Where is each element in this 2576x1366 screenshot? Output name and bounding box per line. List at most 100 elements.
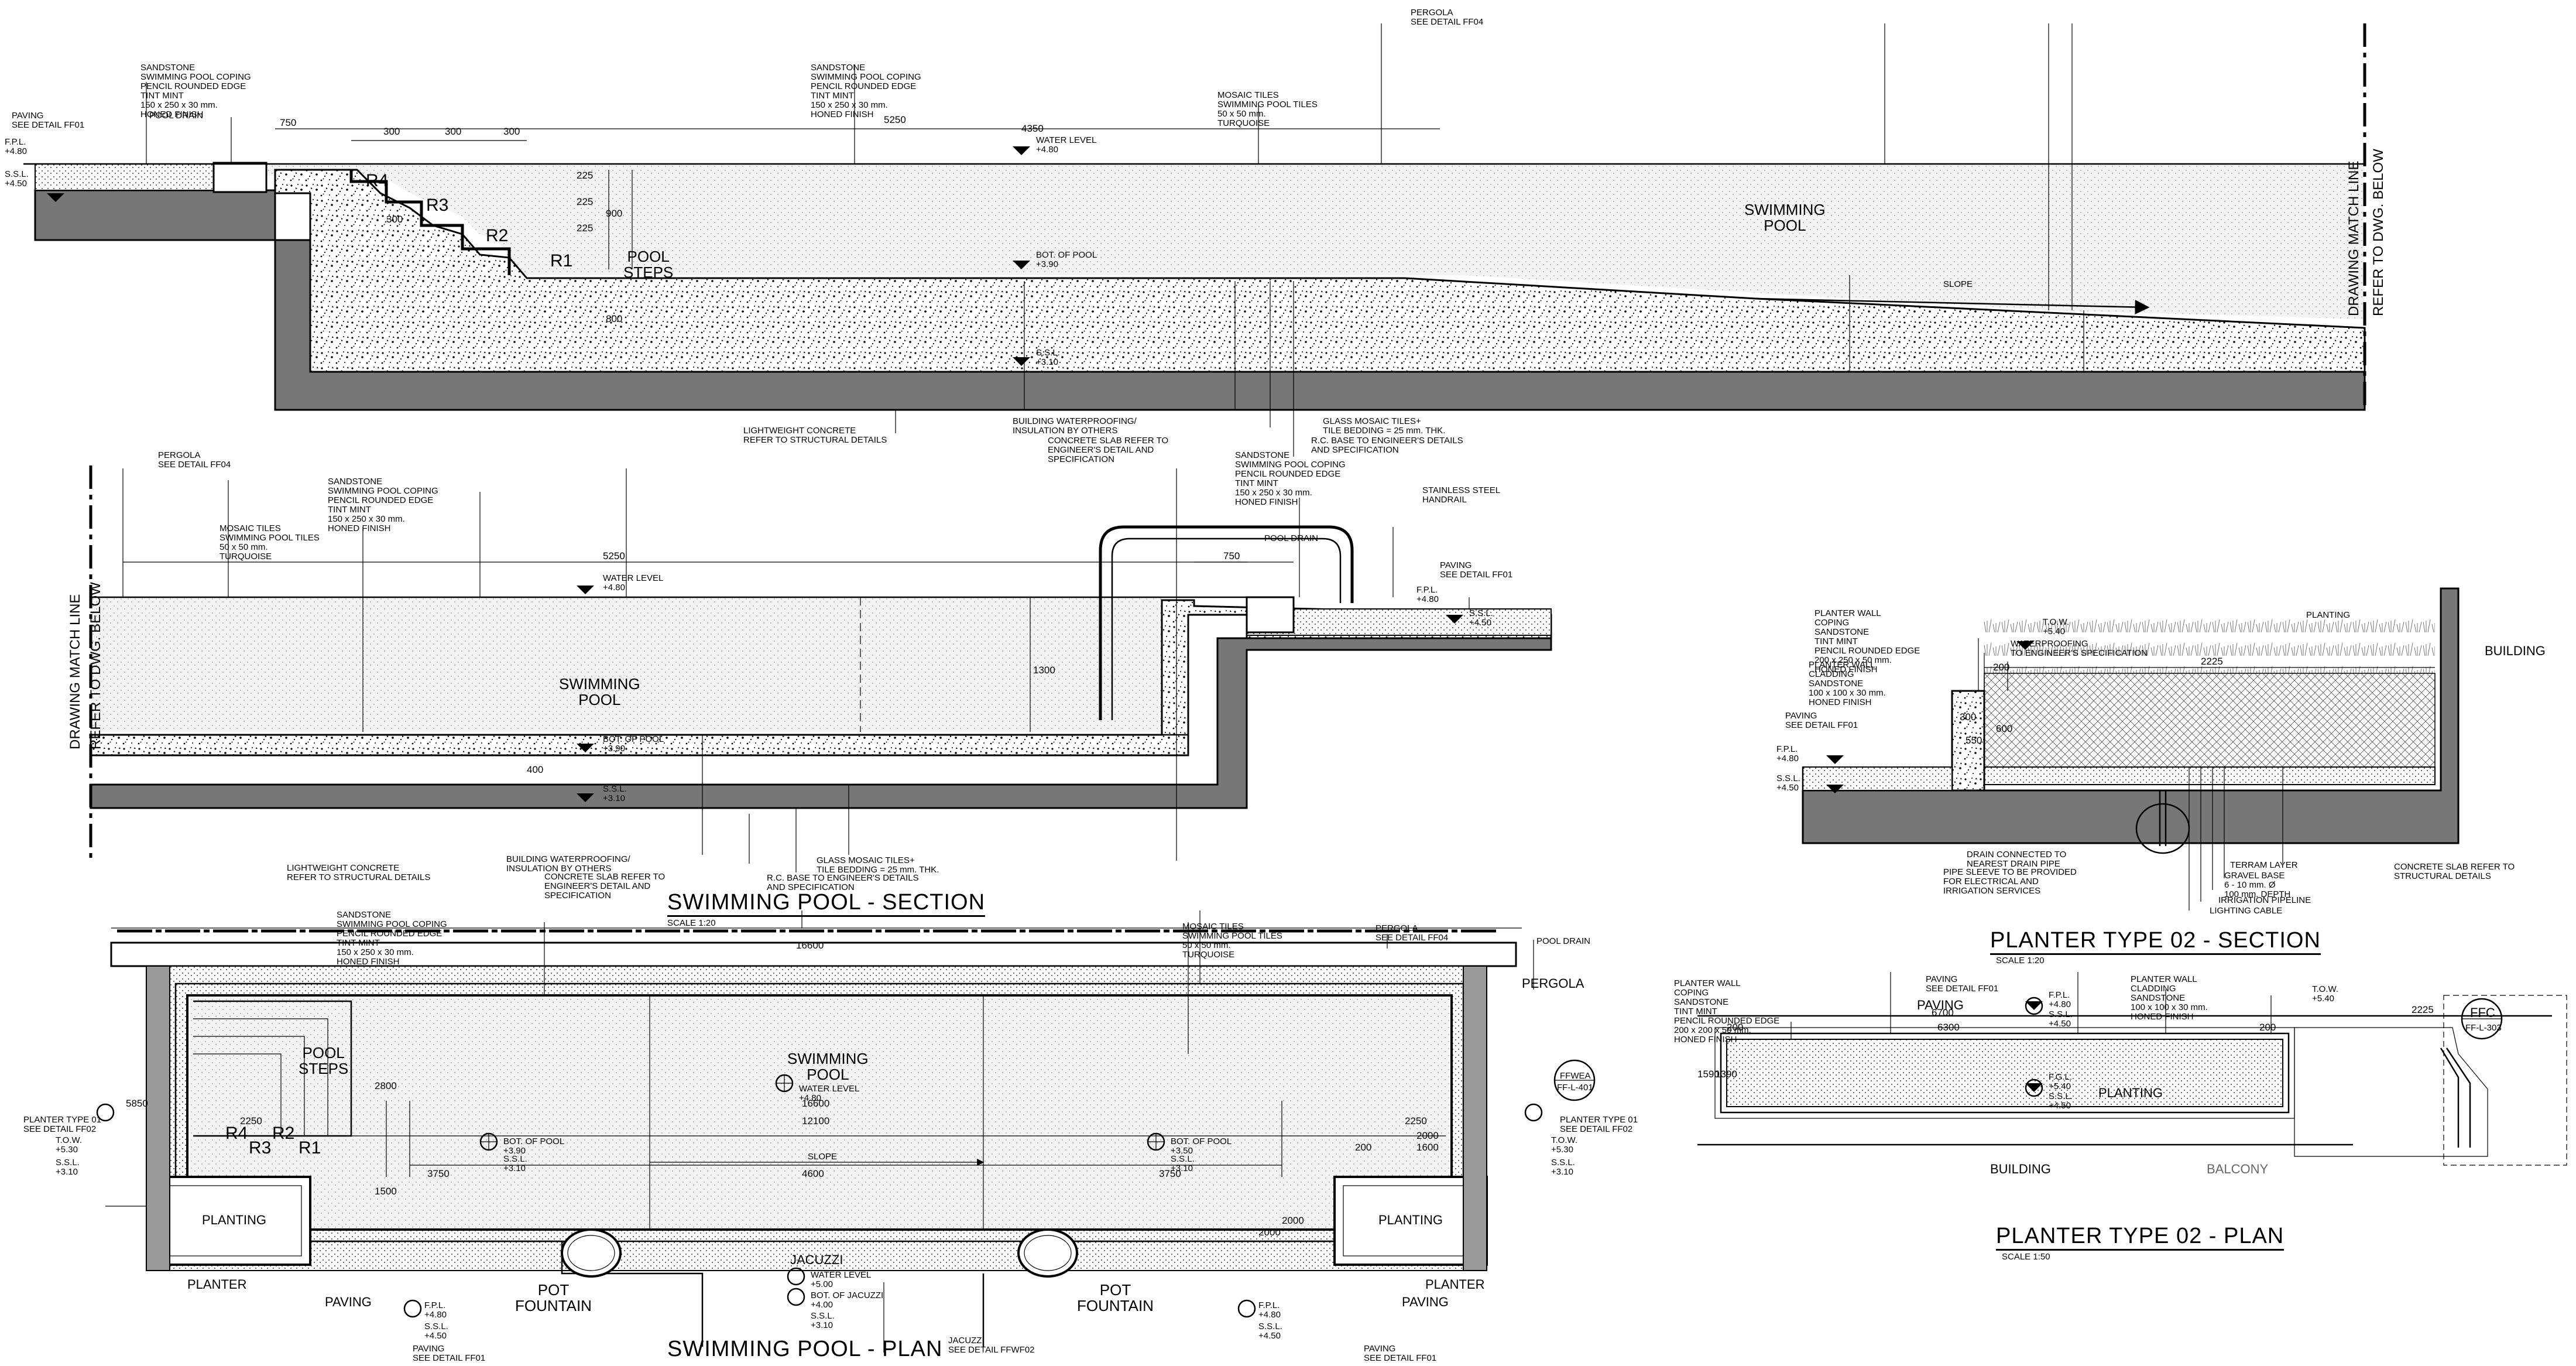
bot-pool-label: BOT. OF POOL +3.90 <box>603 734 664 754</box>
dim-text: 300 <box>386 214 403 225</box>
planting-label: PLANTING <box>202 1213 267 1227</box>
fewea-ref-label: FF-L-401 <box>1557 1083 1593 1093</box>
top-section: R4 R3 R2 R1 750 300 300 300 5250 4350 30… <box>23 23 2366 457</box>
fpl-label: F.P.L. +4.80 <box>1258 1300 1281 1320</box>
ssl-label: S.S.L. +4.50 <box>2049 1009 2073 1029</box>
dim-text: 1500 <box>375 1186 397 1197</box>
swimming-pool-label: SWIMMING POOL <box>1744 201 1826 234</box>
slope-label: SLOPE <box>808 1152 838 1162</box>
tow-label: T.O.W. +5.30 <box>56 1135 82 1155</box>
pool-drain-label: POOL DRAIN <box>149 111 203 121</box>
dim-text: 2800 <box>375 1080 397 1091</box>
riser-labels: R4 R3 R2 R1 <box>366 171 572 271</box>
water-level-label: WATER LEVEL +4.80 <box>1036 135 1097 155</box>
waterproofing-label: BUILDING WATERPROOFING/ INSULATION BY OT… <box>506 854 630 874</box>
mosaic-tiles-label: MOSAIC TILES SWIMMING POOL TILES 50 x 50… <box>1182 922 1282 960</box>
dim-text: 3750 <box>1159 1168 1181 1179</box>
dim-text: 5850 <box>126 1098 148 1109</box>
jacuzzi-label: JACUZZI <box>790 1252 843 1267</box>
coping-label: SANDSTONE SWIMMING POOL COPING PENCIL RO… <box>337 910 447 967</box>
ssl-label: S.S.L. +4.50 <box>2049 1091 2073 1111</box>
pool-water <box>234 164 2365 319</box>
fpl-label: F.P.L. +4.80 <box>5 137 27 156</box>
riser-label: R3 <box>426 196 448 215</box>
dim-text: 1590 <box>1697 1069 1720 1080</box>
riser-label: R2 <box>272 1124 294 1143</box>
dim-text: 4350 <box>1021 123 1044 134</box>
dim-text: 12100 <box>802 1115 829 1127</box>
dim-text: 2225 <box>2412 1004 2434 1015</box>
pot-fountain-label: POT FOUNTAIN <box>515 1281 592 1314</box>
ssl-label: S.S.L. +3.10 <box>603 784 627 803</box>
ssl-label: S.S.L. +4.50 <box>1469 608 1493 628</box>
building-label: BUILDING <box>1990 1162 2051 1176</box>
elevation-markers <box>96 1074 1543 1318</box>
pool-drain-label: POOL DRAIN <box>1536 936 1590 946</box>
dim-text: 1600 <box>1416 1142 1439 1153</box>
planter-coping-label: PLANTER WALL COPING SANDSTONE TINT MINT … <box>1674 978 1780 1045</box>
dim-text: 2225 <box>2201 656 2223 667</box>
lightweight-concrete-label: LIGHTWEIGHT CONCRETE REFER TO STRUCTURAL… <box>287 863 431 882</box>
dim-text: 300 <box>383 126 400 137</box>
coping-label: SANDSTONE SWIMMING POOL COPING PENCIL RO… <box>328 477 438 533</box>
bot-pool-label: BOT. OF POOL +3.50 <box>1171 1136 1232 1156</box>
riser-label: R1 <box>299 1138 321 1158</box>
dim-text: 900 <box>606 208 622 219</box>
rc-base-label: R.C. BASE TO ENGINEER'S DETAILS AND SPEC… <box>767 873 919 892</box>
bot-pool-label: BOT. OF POOL +3.90 <box>503 1136 565 1156</box>
building-label: BUILDING <box>2485 643 2546 658</box>
dim-text: 2250 <box>1405 1115 1427 1127</box>
mosaic-tiles-label: MOSAIC TILES SWIMMING POOL TILES 50 x 50… <box>219 523 320 562</box>
bottom-section: 5250 750 1300 400 <box>89 465 1552 872</box>
glass-mosaic-label: GLASS MOSAIC TILES+ TILE BEDDING = 25 mm… <box>817 855 939 875</box>
ssl-label: S.S.L. +4.50 <box>5 169 29 189</box>
planter-box-right <box>1333 1176 1488 1266</box>
paving-label: PAVING SEE DETAIL FF01 <box>1926 974 1999 994</box>
fpl-label: F.P.L. +4.80 <box>1416 585 1439 604</box>
pool-drain-box <box>212 162 267 193</box>
ssl-label: S.S.L. +3.10 <box>811 1311 835 1330</box>
dim-text: 3750 <box>427 1168 450 1179</box>
paving-label: PAVING SEE DETAIL FF01 <box>1364 1344 1437 1363</box>
dim-text: 750 <box>280 117 296 128</box>
ssl-label: S.S.L. +3.10 <box>1171 1154 1195 1173</box>
paving-label: PAVING <box>1402 1295 1449 1309</box>
dim-text: 225 <box>577 196 593 207</box>
riser-label: R4 <box>225 1124 248 1143</box>
planting-label: PLANTING <box>1378 1213 1443 1227</box>
dim-text: 600 <box>1996 723 2012 734</box>
coping-label: SANDSTONE SWIMMING POOL COPING PENCIL RO… <box>811 63 921 119</box>
pool-steps-label: POOL STEPS <box>623 248 674 281</box>
water-level-label: WATER LEVEL +4.80 <box>799 1084 860 1103</box>
dim-text: 225 <box>577 222 593 234</box>
waterproofing-label: WATERPROOFING TO ENGINEER'S SPECIFICATIO… <box>2011 639 2148 658</box>
tow-label: T.O.W. +5.40 <box>2043 617 2069 636</box>
match-line-label: DRAWING MATCH LINE <box>2346 160 2362 316</box>
dim-text: 2000 <box>1416 1130 1439 1141</box>
riser-label: R2 <box>486 226 508 245</box>
planter-type-label: PLANTER TYPE 01 SEE DETAIL FF02 <box>1560 1115 1638 1134</box>
dim-text: 200 <box>1355 1142 1371 1153</box>
dim-text: 200 <box>2259 1022 2276 1033</box>
scale-label: SCALE 1:20 <box>1996 956 2045 966</box>
dim-text: 200 <box>1727 1022 1743 1033</box>
ssl-label: S.S.L. +3.10 <box>1036 348 1060 367</box>
planter-label: PLANTER <box>187 1277 247 1292</box>
jacuzzi-water-level-label: WATER LEVEL +5.00 <box>811 1270 872 1289</box>
dim-text: 1300 <box>1033 665 1055 676</box>
water-level-label: WATER LEVEL +4.80 <box>603 573 664 593</box>
pergola-label: PERGOLA SEE DETAIL FF04 <box>158 450 231 470</box>
soil-layer <box>1984 673 2436 768</box>
pot-fountain-label: POT FOUNTAIN <box>1077 1281 1154 1314</box>
scale-label: SCALE 1:50 <box>2002 1252 2050 1262</box>
slab-label: CONCRETE SLAB REFER TO STRUCTURAL DETAIL… <box>2394 862 2515 881</box>
lighting-cable-label: LIGHTING CABLE <box>2210 906 2283 916</box>
dim-text: 300 <box>503 126 520 137</box>
pool-plan: 16600 16600 12100 2250 2250 2000 1600 20… <box>96 910 1596 1353</box>
section-title: SWIMMING POOL - SECTION <box>667 890 986 917</box>
slope-label: SLOPE <box>1943 279 1973 289</box>
fpl-label: F.P.L. +4.80 <box>424 1300 447 1320</box>
jacuzzi-bot-label: BOT. OF JACUZZI +4.00 <box>811 1290 884 1310</box>
lightweight-concrete-label: LIGHTWEIGHT CONCRETE REFER TO STRUCTURAL… <box>743 426 887 445</box>
